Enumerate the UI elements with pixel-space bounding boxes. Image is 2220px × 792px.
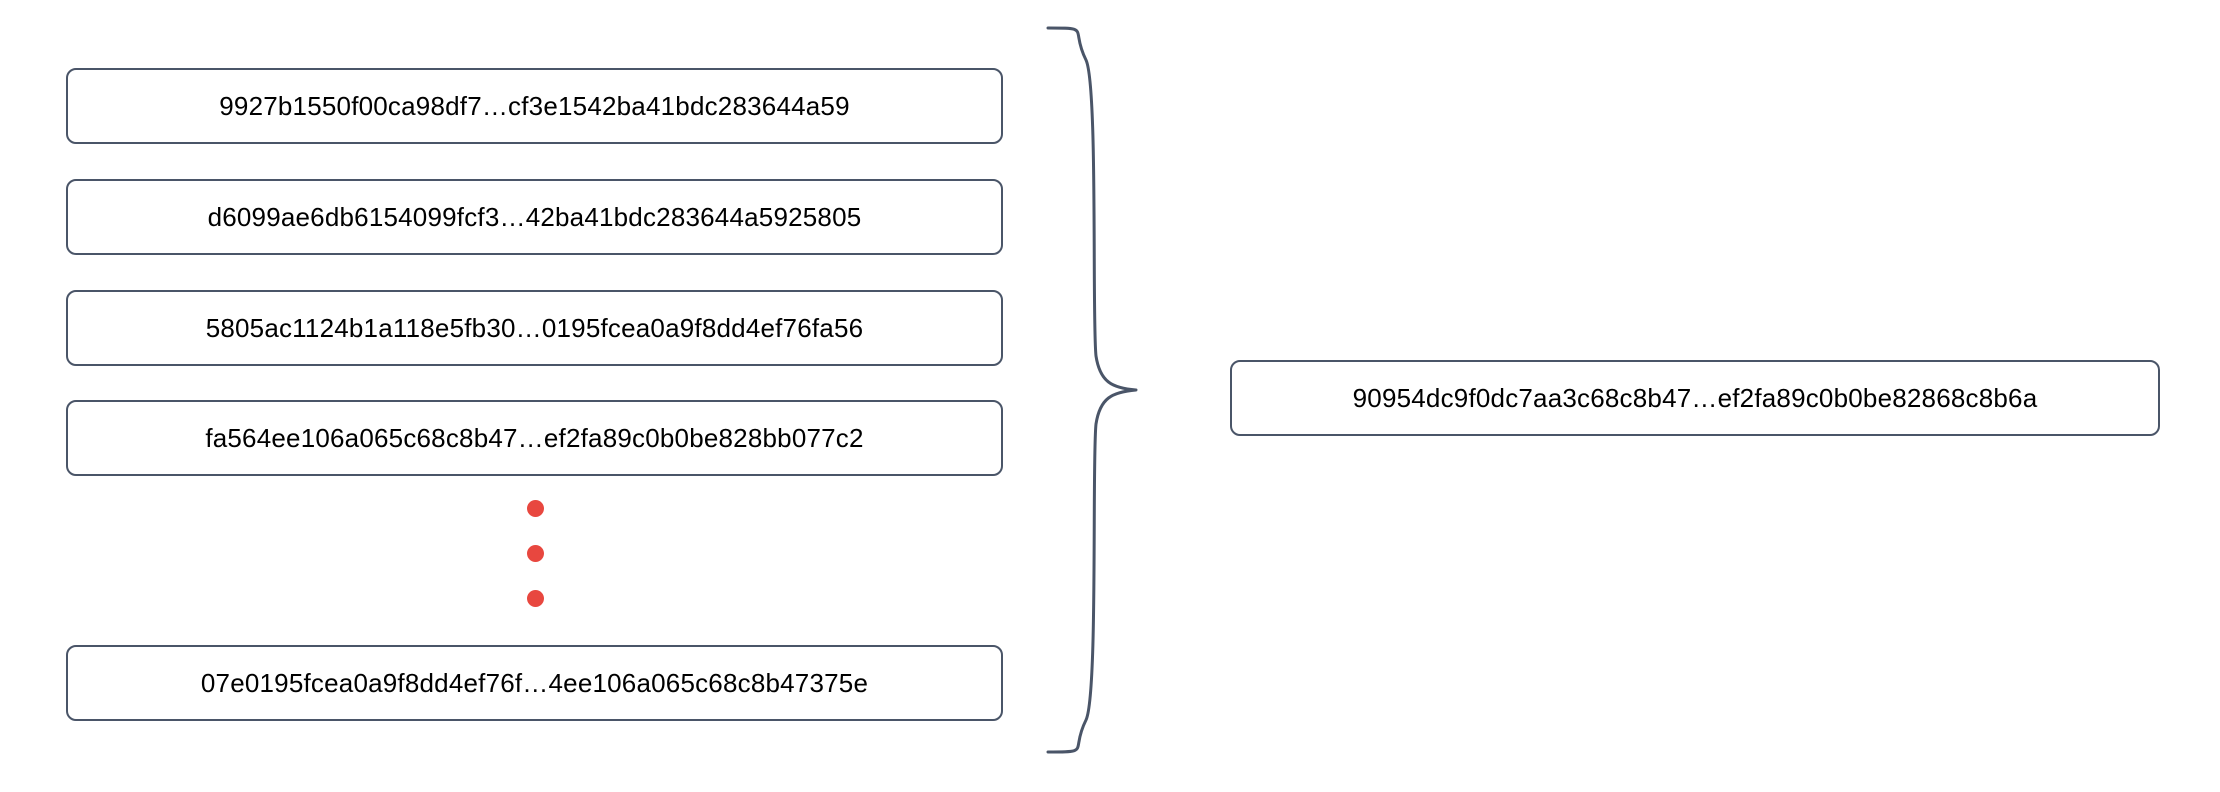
input-hash-text: d6099ae6db6154099fcf3…42ba41bdc283644a59… xyxy=(207,201,862,232)
input-hash-box-4[interactable]: fa564ee106a065c68c8b47…ef2fa89c0b0be828b… xyxy=(66,400,1003,476)
ellipsis-dot-icon xyxy=(526,545,544,562)
aggregated-hash-box[interactable]: 90954dc9f0dc7aa3c68c8b47…ef2fa89c0b0be82… xyxy=(1230,360,2160,436)
aggregated-hash-text: 90954dc9f0dc7aa3c68c8b47…ef2fa89c0b0be82… xyxy=(1352,382,2038,413)
ellipsis-dot-icon xyxy=(526,500,544,517)
grouping-brace-icon xyxy=(1046,26,1138,754)
input-hash-text: 07e0195fcea0a9f8dd4ef76f…4ee106a065c68c8… xyxy=(200,667,869,698)
input-hash-box-1[interactable]: 9927b1550f00ca98df7…cf3e1542ba41bdc28364… xyxy=(66,68,1003,144)
input-hash-text: 5805ac1124b1a118e5fb30…0195fcea0a9f8dd4e… xyxy=(205,312,864,343)
input-hash-box-2[interactable]: d6099ae6db6154099fcf3…42ba41bdc283644a59… xyxy=(66,179,1003,255)
input-hash-box-last[interactable]: 07e0195fcea0a9f8dd4ef76f…4ee106a065c68c8… xyxy=(66,645,1003,721)
vertical-ellipsis-icon xyxy=(495,500,575,607)
input-hash-text: fa564ee106a065c68c8b47…ef2fa89c0b0be828b… xyxy=(205,422,864,453)
input-hash-text: 9927b1550f00ca98df7…cf3e1542ba41bdc28364… xyxy=(219,90,850,121)
input-hash-box-3[interactable]: 5805ac1124b1a118e5fb30…0195fcea0a9f8dd4e… xyxy=(66,290,1003,366)
ellipsis-dot-icon xyxy=(526,590,544,607)
